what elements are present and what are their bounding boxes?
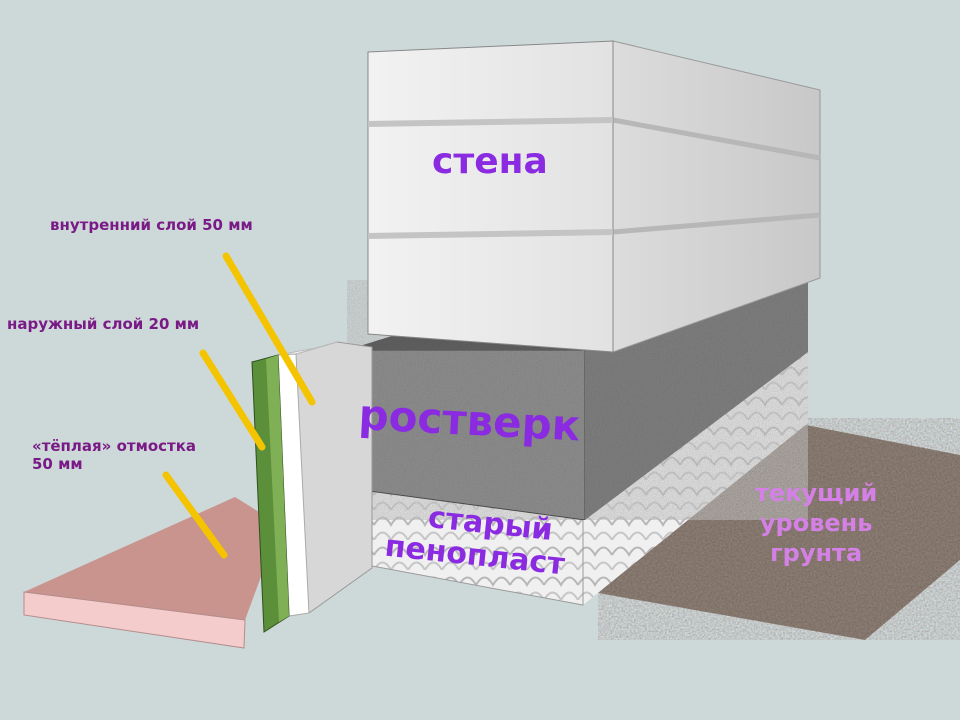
wall-label: стена: [432, 141, 548, 182]
ground-label-line3: грунта: [770, 539, 863, 567]
ground-surface: [598, 418, 960, 640]
wall-front-groove: [367, 117, 614, 127]
blind-area-leader: [162, 471, 228, 559]
old-foam-label: старый пенопласт: [383, 500, 570, 582]
warm-blind-label-line2: 50 мм: [32, 455, 83, 473]
outer-layer-edge: [266, 355, 289, 622]
wall-side-groove: [612, 212, 821, 235]
outer-layer-label: наружный слой 20 мм: [7, 315, 200, 333]
wall-front: [367, 40, 614, 353]
wall-side-groove: [612, 117, 821, 161]
inner-layer-leader: [222, 252, 316, 406]
warm-blind-area-top: [24, 497, 280, 620]
ground-label-line1: текущий: [755, 479, 878, 507]
wall-front-groove: [367, 229, 614, 239]
ground-label-line2: уровень: [759, 509, 873, 537]
inner-layer-label: внутренний слой 50 мм: [50, 216, 253, 234]
warm-blind-area-front: [23, 591, 246, 649]
outer-layer-leader: [199, 349, 266, 451]
warm-blind-area-label: «тёплая» отмостка 50 мм: [32, 437, 196, 473]
warm-blind-label-line1: «тёплая» отмостка: [32, 437, 197, 455]
ground-level-label: текущий уровень грунта: [755, 478, 877, 568]
